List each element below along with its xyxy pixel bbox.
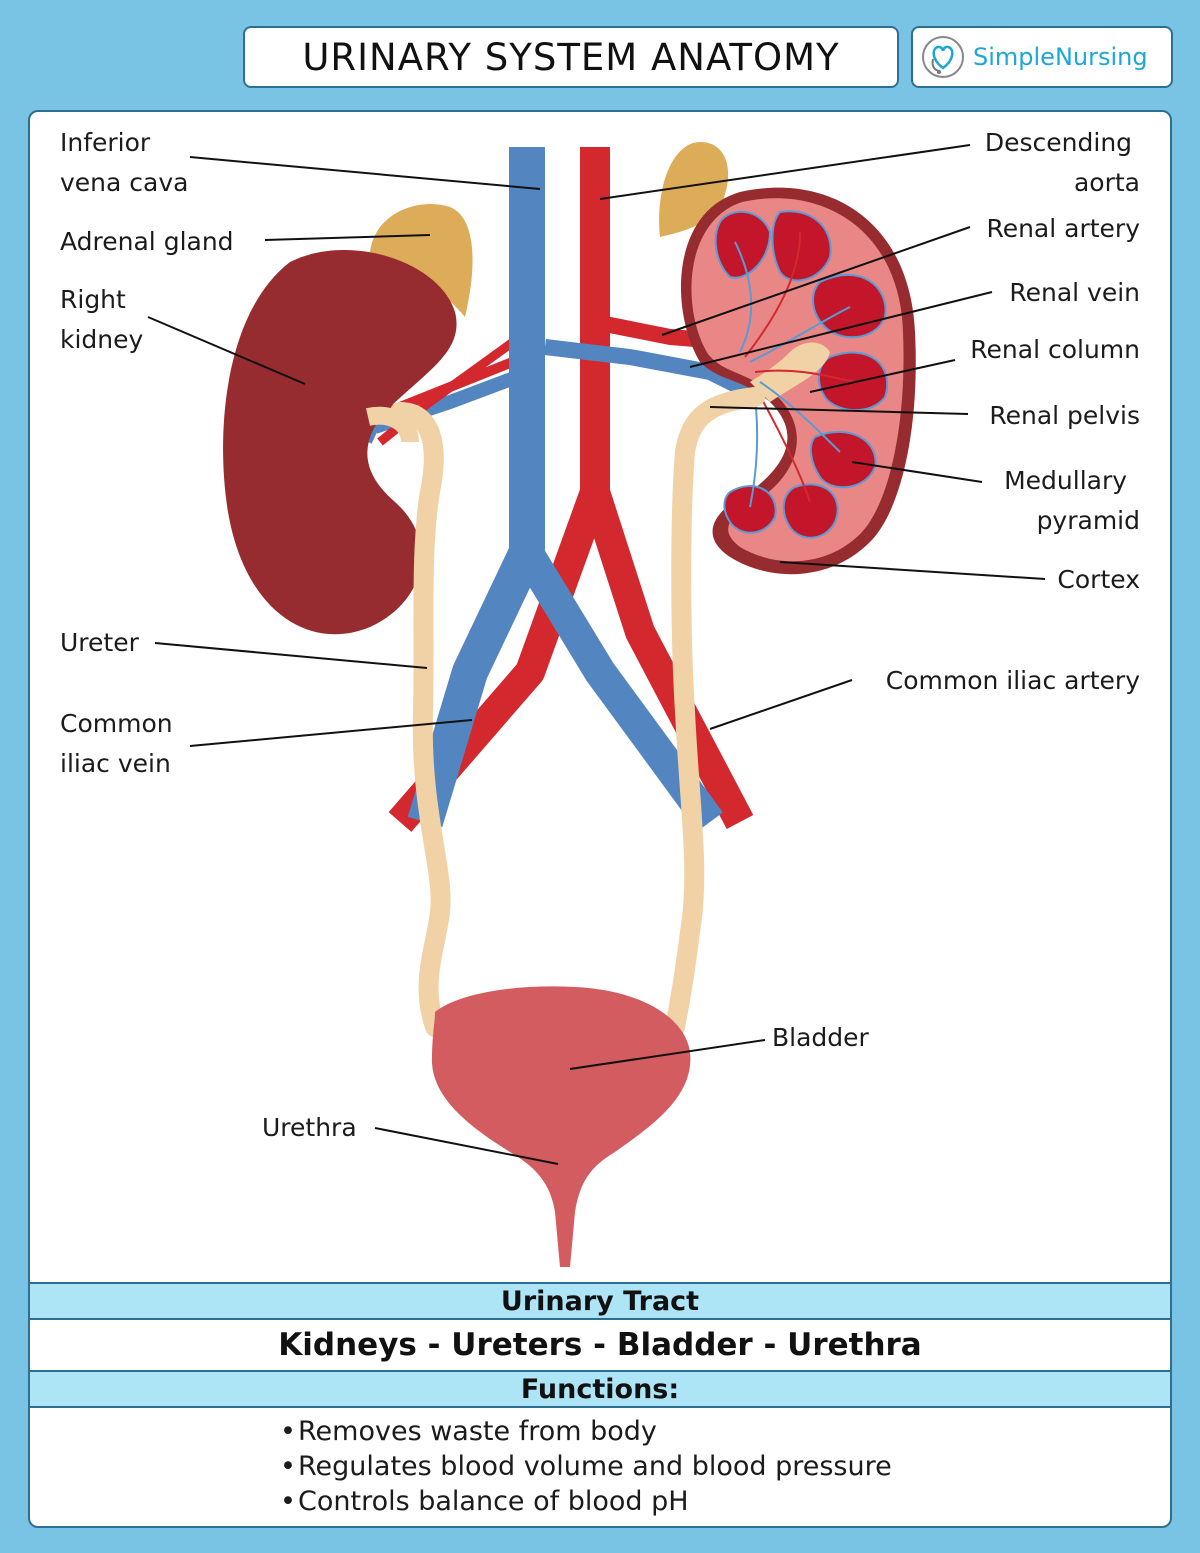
label-right-kidney: Right kidney: [60, 285, 144, 354]
functions-heading-text: Functions:: [520, 1373, 680, 1405]
pyramid-3: [812, 273, 887, 339]
label-ureter: Ureter: [60, 628, 140, 657]
left-renal-pelvis: [366, 406, 419, 443]
function-item: •Regulates blood volume and blood pressu…: [280, 1451, 892, 1482]
brand-name: SimpleNursing: [973, 43, 1148, 71]
label-adrenal-gland: Adrenal gland: [60, 227, 234, 256]
common-iliac-vein-right: [513, 543, 723, 832]
label-renal-artery: Renal artery: [986, 214, 1140, 243]
renal-pelvis: [750, 342, 830, 402]
bladder: [431, 986, 691, 1267]
urinary-tract-heading-text: Urinary Tract: [500, 1285, 700, 1317]
ureter-left: [390, 402, 451, 1037]
label-bladder: Bladder: [772, 1023, 870, 1052]
adrenal-gland-left: [370, 204, 473, 317]
pyramid-7: [723, 485, 777, 534]
pyramid-6: [782, 483, 839, 539]
urinary-system-diagram: Inferior vena cava Adrenal gland Right k…: [60, 128, 1140, 1267]
label-medullary-pyramid: Medullary pyramid: [1004, 466, 1140, 535]
label-urethra: Urethra: [262, 1113, 357, 1142]
pyramid-2: [771, 210, 832, 282]
function-item: •Controls balance of blood pH: [280, 1486, 689, 1517]
label-renal-column: Renal column: [970, 335, 1140, 364]
right-kidney: [223, 250, 457, 635]
functions-heading: Functions:: [30, 1370, 1170, 1408]
inferior-vena-cava: [407, 147, 545, 828]
renal-vein: [544, 339, 754, 400]
label-renal-vein: Renal vein: [1009, 278, 1140, 307]
title-box: URINARY SYSTEM ANATOMY: [243, 26, 899, 88]
page-title: URINARY SYSTEM ANATOMY: [302, 35, 840, 79]
diagram-panel: Inferior vena cava Adrenal gland Right k…: [28, 110, 1172, 1528]
urinary-tract-sequence: Kidneys - Ureters - Bladder - Urethra: [30, 1320, 1170, 1370]
function-item: •Removes waste from body: [280, 1416, 657, 1447]
pyramid-1: [714, 210, 772, 279]
leader-lines: [147, 144, 1046, 1165]
urinary-tract-sequence-text: Kidneys - Ureters - Bladder - Urethra: [278, 1327, 922, 1363]
pyramid-5: [809, 430, 877, 489]
common-iliac-artery-right: [580, 487, 754, 829]
urinary-tract-heading: Urinary Tract: [30, 1282, 1170, 1320]
heart-stethoscope-icon: [922, 36, 964, 78]
label-descending-aorta: Descending aorta: [985, 128, 1140, 197]
brand-logo: SimpleNursing: [911, 26, 1173, 88]
functions-list: •Removes waste from body •Regulates bloo…: [280, 1414, 892, 1519]
label-common-iliac-artery: Common iliac artery: [886, 666, 1140, 695]
label-renal-pelvis: Renal pelvis: [989, 401, 1140, 430]
ureter-right: [665, 387, 765, 1037]
label-common-iliac-vein: Common iliac vein: [60, 709, 181, 778]
label-inferior-vena-cava: Inferior vena cava: [60, 128, 188, 197]
label-cortex: Cortex: [1057, 565, 1140, 594]
